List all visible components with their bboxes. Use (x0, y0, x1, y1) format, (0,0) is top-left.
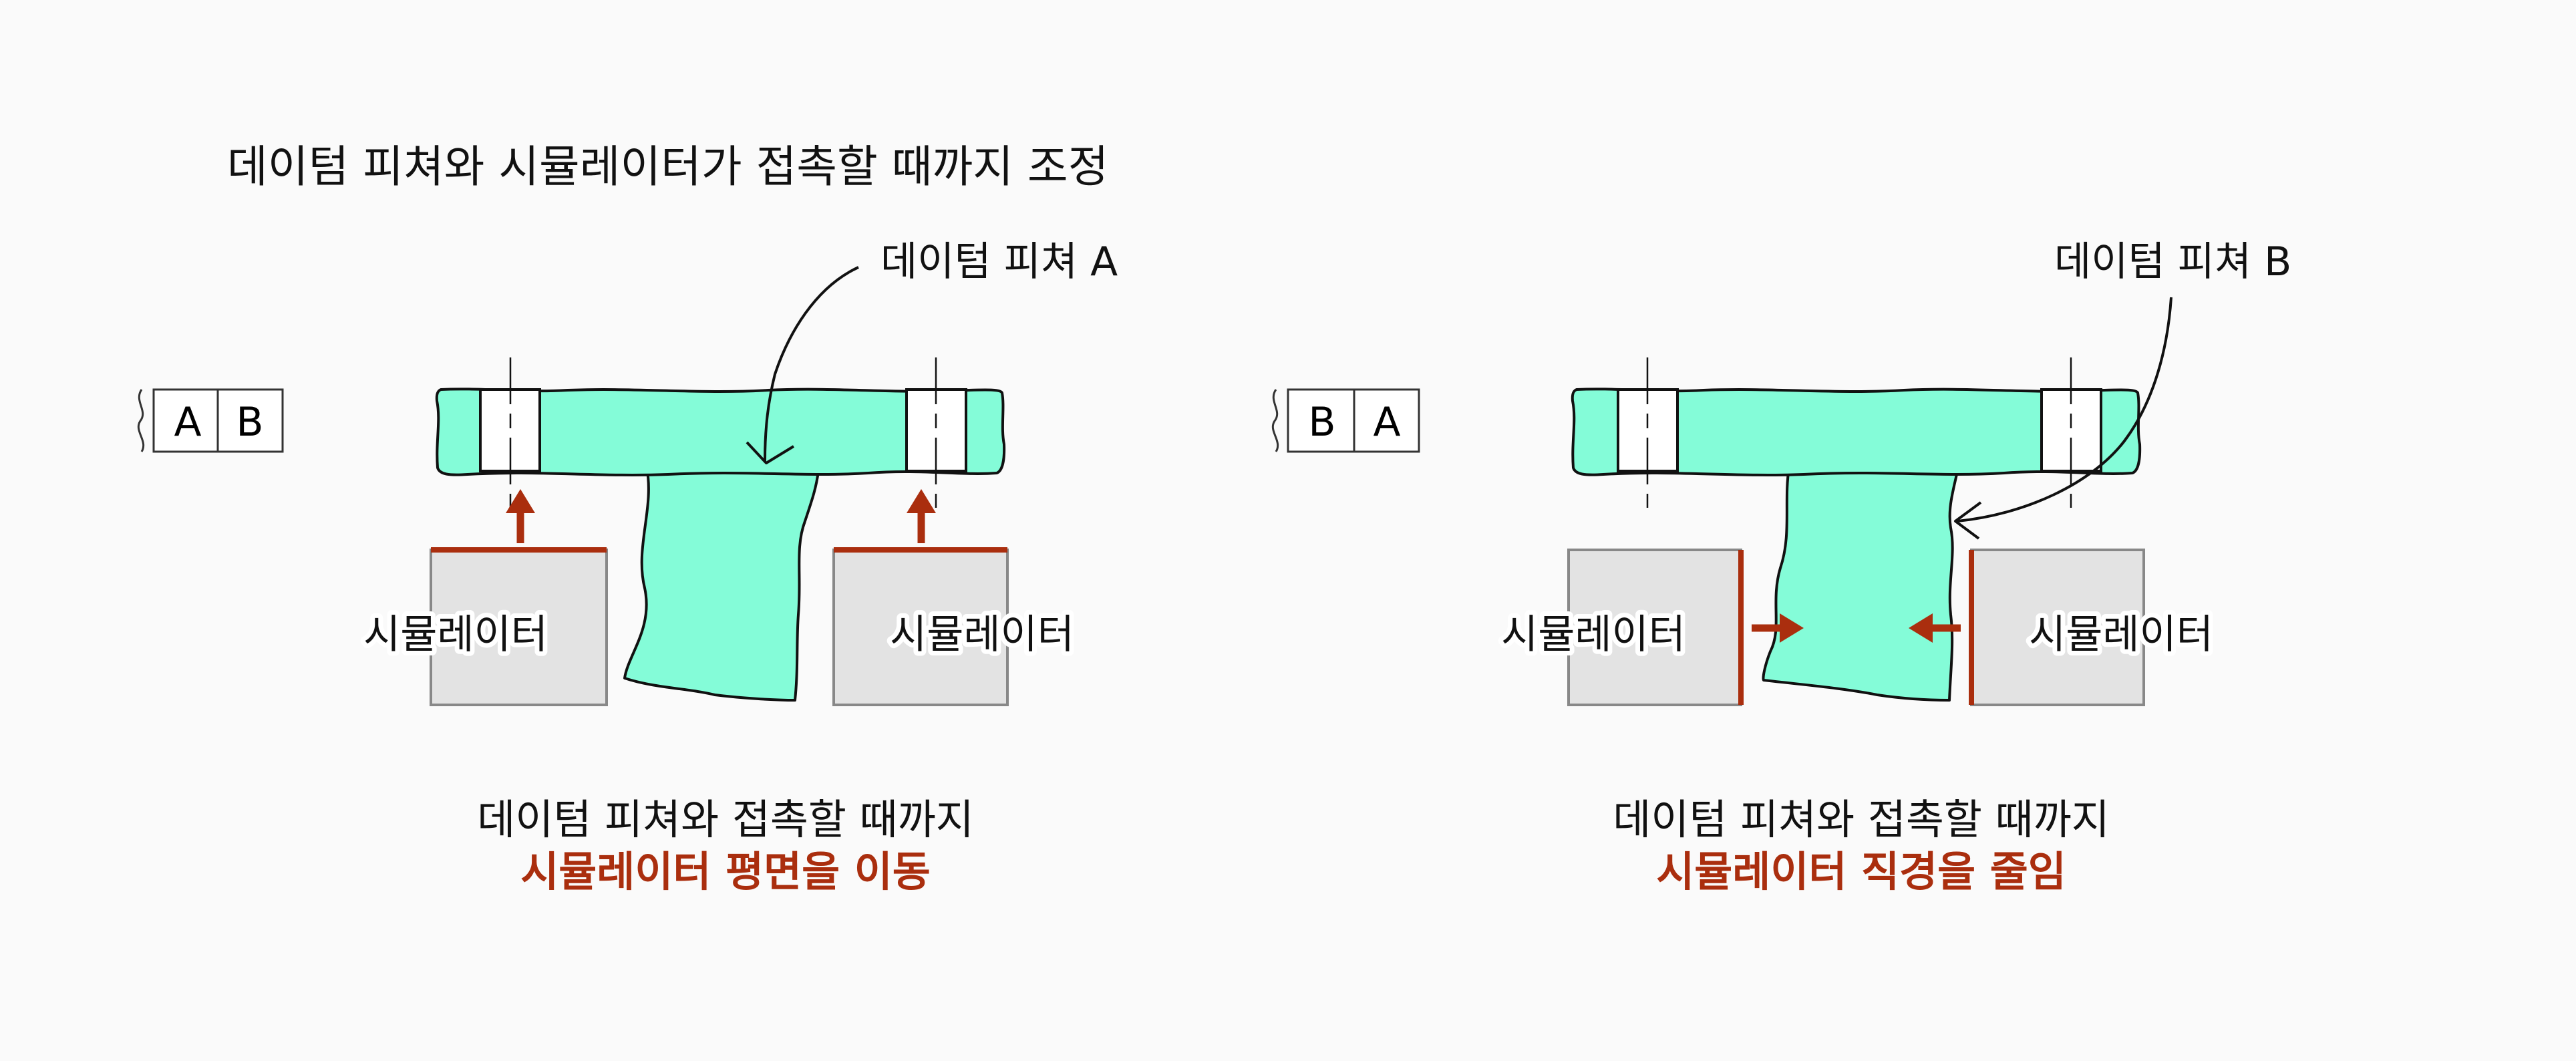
simulator-label-right-2: 시뮬레이터 (2029, 611, 2213, 658)
move-up-arrow-1 (506, 489, 535, 543)
frame-cell-primary: A (174, 399, 201, 446)
move-inward-arrow-1 (1752, 613, 1804, 643)
frame-cell-primary: B (1308, 399, 1335, 446)
simulator-block-right-1 (1567, 549, 1742, 706)
simulator-label-left-1: 시뮬레이터 (363, 611, 548, 658)
left-panel: A B 시뮬레이터 시뮬레이터 (138, 239, 1118, 896)
move-inward-arrow-2 (1909, 613, 1961, 643)
feature-control-frame-right: B A (1272, 388, 1420, 453)
callout-label-left: 데이텀 피쳐 A (880, 239, 1118, 285)
simulator-label-left-2: 시뮬레이터 (890, 611, 1074, 658)
right-panel: B A 시뮬레이터 시뮬레이터 (1272, 239, 2291, 896)
feature-control-frame-left: A B (138, 388, 284, 453)
move-up-arrow-2 (907, 489, 936, 543)
simulator-block-right-2 (1970, 549, 2145, 706)
part-flange-right (1571, 388, 2142, 476)
callout-leader-right (1957, 297, 2172, 522)
caption-right-line2: 시뮬레이터 직경을 줄임 (1656, 847, 2066, 896)
diagram-title: 데이텀 피쳐와 시뮬레이터가 접촉할 때까지 조정 (227, 141, 1108, 192)
simulator-label-right-1: 시뮬레이터 (1501, 611, 1685, 658)
part-flange-left (435, 388, 1006, 476)
callout-label-right: 데이텀 피쳐 B (2054, 239, 2291, 285)
caption-right-line1: 데이텀 피쳐와 접촉할 때까지 (1613, 795, 2110, 844)
part-stem-left (623, 466, 820, 702)
part-stem-right (1762, 466, 1959, 702)
frame-cell-secondary: A (1373, 399, 1400, 446)
frame-cell-secondary: B (236, 399, 263, 446)
caption-left-line1: 데이텀 피쳐와 접촉할 때까지 (477, 795, 974, 844)
callout-leader-left (764, 266, 859, 462)
caption-left-line2: 시뮬레이터 평면을 이동 (520, 847, 931, 896)
